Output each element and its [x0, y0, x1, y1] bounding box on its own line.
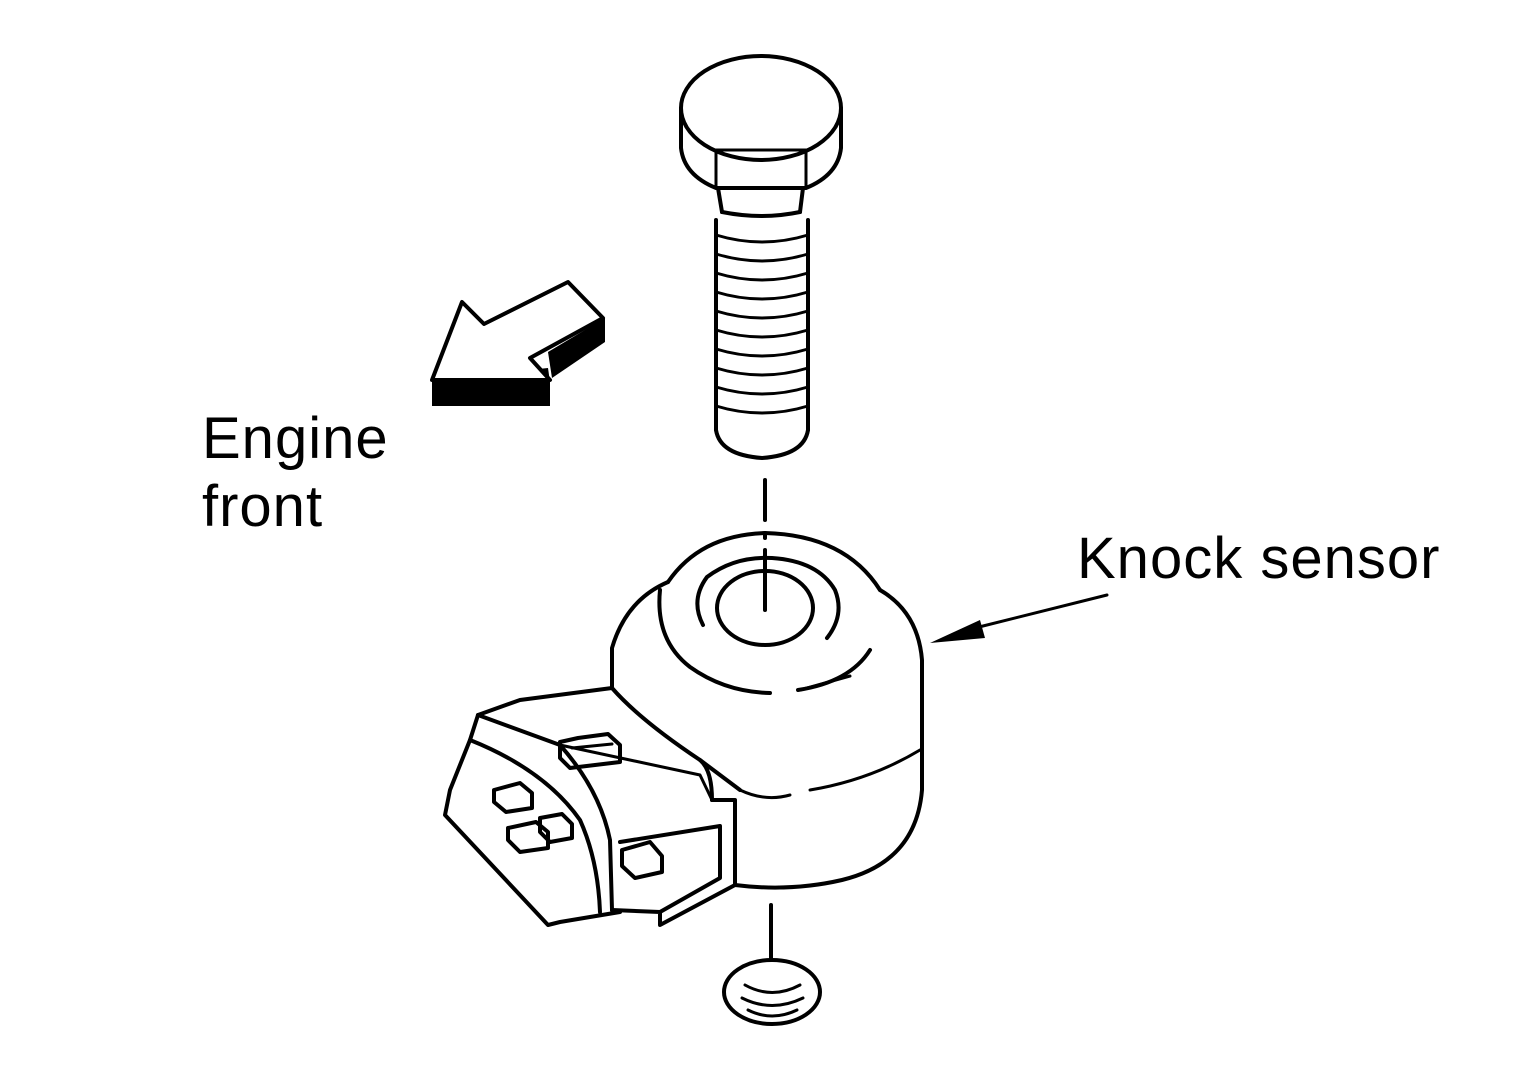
engine-front-arrow-icon: [430, 280, 605, 406]
engine-front-label: Engine front: [202, 405, 389, 541]
engine-front-line2: front: [202, 474, 324, 539]
bolt-threads: [714, 233, 810, 415]
engine-front-line1: Engine: [202, 406, 389, 471]
bolt-thread-line: [714, 290, 810, 301]
connector: [443, 686, 737, 927]
knock-sensor-leader: [930, 593, 1109, 643]
bolt-thread-line: [714, 252, 810, 263]
bolt-thread-line: [714, 233, 810, 244]
bolt: [679, 54, 843, 460]
threaded-hole: [722, 958, 822, 1026]
knock-sensor-label: Knock sensor: [1077, 526, 1441, 591]
bolt-thread-line: [714, 385, 810, 396]
bolt-thread-line: [714, 347, 810, 358]
knock-sensor-body: [610, 531, 924, 890]
bolt-thread-line: [714, 271, 810, 282]
bolt-thread-line: [714, 309, 810, 320]
bolt-thread-line: [714, 404, 810, 415]
bolt-thread-line: [714, 328, 810, 339]
bolt-thread-line: [714, 366, 810, 377]
